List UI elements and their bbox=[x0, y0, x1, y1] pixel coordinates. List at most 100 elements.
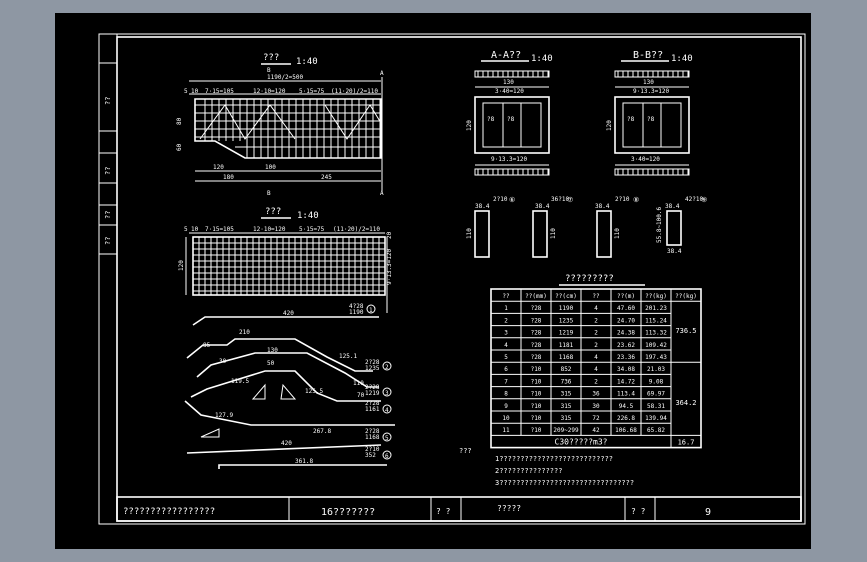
dim-label: 9·13.3=120 bbox=[386, 248, 393, 285]
table-cell: 201.23 bbox=[645, 305, 667, 312]
stirrup-8: 2?10 ⑧ 38.4 110 bbox=[595, 196, 639, 258]
dim-label: 120 bbox=[213, 164, 224, 171]
dim-label: 127.9 bbox=[215, 412, 233, 419]
table-cell: 2 bbox=[504, 317, 508, 324]
dim-label: 5 bbox=[184, 226, 188, 233]
table-cell: ?10 bbox=[531, 366, 542, 373]
section-a-top-dim: 3·40=120 bbox=[495, 88, 524, 95]
svg-text:2: 2 bbox=[385, 364, 389, 371]
table-cell: ?28 bbox=[531, 342, 542, 349]
cut-mark: A bbox=[380, 190, 384, 197]
dim-label: 420 bbox=[283, 310, 294, 317]
elevation-section-mark: B bbox=[267, 190, 271, 197]
table-cell: 65.82 bbox=[647, 427, 665, 434]
table-cell: 69.97 bbox=[647, 391, 665, 398]
dim-label: 245 bbox=[321, 174, 332, 181]
bar-label: 2?28 bbox=[365, 428, 380, 435]
bar-label: 2?28 bbox=[365, 400, 380, 407]
table-cell: 36 bbox=[592, 391, 600, 398]
note-item: 3???????????????????????????????? bbox=[495, 479, 634, 487]
dim-label: 50 bbox=[267, 360, 275, 367]
table-cell: 94.5 bbox=[619, 403, 634, 410]
notes-heading: ??? bbox=[459, 447, 472, 455]
ladder-strip bbox=[474, 70, 550, 78]
dim-label: 210 bbox=[239, 329, 250, 336]
dim-label: 7·15=105 bbox=[205, 88, 234, 95]
stirrup-mark: ⑥ bbox=[509, 196, 515, 204]
table-frame bbox=[490, 288, 702, 449]
table-cell: 72 bbox=[592, 415, 600, 422]
group-total: 736.5 bbox=[675, 327, 696, 335]
table-cell: 315 bbox=[561, 391, 572, 398]
table-cell: ?10 bbox=[531, 427, 542, 434]
table-header: ??(kg) bbox=[645, 293, 667, 300]
table-header: ??(m) bbox=[617, 293, 635, 300]
table-cell: ?10 bbox=[531, 378, 542, 385]
section-b-top-dim: 9·13.3=120 bbox=[633, 88, 670, 95]
table-cell: 34.08 bbox=[617, 366, 635, 373]
table-cell: 852 bbox=[561, 366, 572, 373]
section-a-bottom-dim: 9·13.3=120 bbox=[491, 156, 528, 163]
elevation-view: ??? 1:40 B 1190/2=500 5 10 7·15=105 12·1… bbox=[176, 53, 384, 197]
table-cell: 10 bbox=[502, 415, 510, 422]
elevation-section-mark: B bbox=[267, 67, 271, 74]
dim-label: 110 bbox=[353, 380, 364, 387]
dim-label: 5 bbox=[184, 88, 188, 95]
plan-scale: 1:40 bbox=[297, 211, 319, 221]
dim-label: 85 bbox=[203, 342, 211, 349]
bar-shape-details: 420 4?28 1190 1 210 130 50 125.1 110 85 … bbox=[184, 303, 395, 469]
table-cell: 139.94 bbox=[645, 415, 667, 422]
tab-label: ?? bbox=[104, 237, 112, 245]
note-item: 2??????????????? bbox=[495, 467, 562, 475]
bar-length: 1161 bbox=[365, 406, 380, 413]
table-cell: ?10 bbox=[531, 403, 542, 410]
table-cell: 47.60 bbox=[617, 305, 635, 312]
table-cell: 42 bbox=[592, 427, 600, 434]
dim-label: 130 bbox=[267, 347, 278, 354]
table-cell: 115.24 bbox=[645, 317, 667, 324]
section-b-height: 120 bbox=[606, 120, 613, 131]
stirrup-label: 2?10 bbox=[493, 196, 508, 203]
table-cell: 23.36 bbox=[617, 354, 635, 361]
table-header: ??(cm) bbox=[555, 293, 577, 300]
table-cell: 30 bbox=[592, 403, 600, 410]
table-cell: 2 bbox=[594, 330, 598, 337]
dim-label: (11·20)/2=110 bbox=[331, 88, 378, 95]
section-b-width: 130 bbox=[643, 79, 654, 86]
cad-drawing-canvas: ?? ?? ?? ?? ????????????????? 16??????? … bbox=[55, 13, 811, 549]
note-item: 1??????????????????????????? bbox=[495, 455, 613, 463]
sheet-number: 9 bbox=[705, 507, 711, 518]
section-b-view: B-B?? 1:40 130 9·13.3=120 ?8 ?8 120 3·40… bbox=[606, 50, 693, 166]
tab-label: ?? bbox=[104, 211, 112, 219]
table-cell: ?28 bbox=[531, 317, 542, 324]
table-cell: 2 bbox=[594, 342, 598, 349]
table-cell: ?10 bbox=[531, 391, 542, 398]
elevation-title: ??? bbox=[263, 53, 279, 63]
dim-label: 119.5 bbox=[231, 378, 249, 385]
rebar-ladder-strips bbox=[474, 70, 690, 176]
bar-label: 2?28 bbox=[365, 384, 380, 391]
table-footer-value: 16.7 bbox=[678, 438, 695, 446]
table-cell: 21.03 bbox=[647, 366, 665, 373]
table-cell: 209~299 bbox=[553, 427, 579, 434]
dim-label: 125.5 bbox=[305, 388, 323, 395]
table-cell: 736 bbox=[561, 378, 572, 385]
outer-frame bbox=[98, 33, 806, 525]
table-cell: 1181 bbox=[559, 342, 574, 349]
stirrup-label: 42?10 bbox=[685, 196, 703, 203]
elevation-scale: 1:40 bbox=[296, 57, 318, 67]
table-cell: ?28 bbox=[531, 305, 542, 312]
drawing-name: 16??????? bbox=[321, 507, 375, 518]
dim-label: 180 bbox=[223, 174, 234, 181]
table-cell: 11 bbox=[502, 427, 510, 434]
table-cell: 8 bbox=[504, 391, 508, 398]
stirrup-6: 2?10 ⑥ 38.4 110 bbox=[466, 196, 515, 258]
table-cell: 4 bbox=[594, 354, 598, 361]
section-b-bar: ?8 bbox=[647, 116, 655, 123]
dim-label: (11·20)/2=110 bbox=[333, 226, 380, 233]
svg-text:4: 4 bbox=[385, 407, 389, 414]
table-cell: ?28 bbox=[531, 354, 542, 361]
dim-label: 5·15=75 bbox=[299, 226, 325, 233]
drawing-sheet: ?? ?? ?? ?? ????????????????? 16??????? … bbox=[98, 33, 806, 525]
title-label-b: ????? bbox=[497, 504, 521, 513]
